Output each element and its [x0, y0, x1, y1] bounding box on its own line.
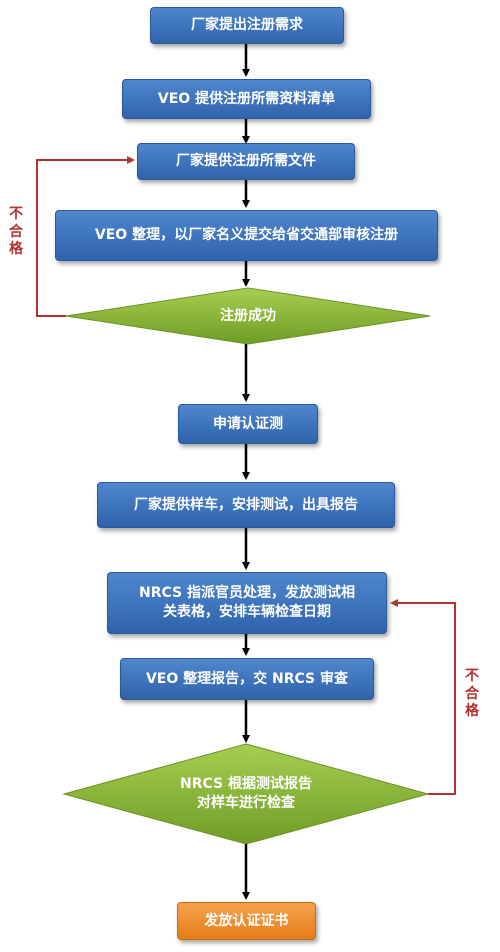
- step-label: VEO 提供注册所需资料清单: [157, 90, 336, 107]
- fail-char: 合: [9, 223, 23, 240]
- fail-char: 格: [9, 241, 23, 257]
- step-label: VEO 整理报告，交 NRCS 审查: [145, 670, 349, 687]
- step-label: 厂家提供注册所需文件: [176, 153, 316, 170]
- fail-char: 不: [9, 206, 23, 222]
- step-label: 申请认证测: [213, 415, 283, 432]
- decision-text-line2: 对样车进行检查: [197, 795, 295, 811]
- step-veo-submit-registration: VEO 整理，以厂家名义提交给省交通部审核注册: [55, 210, 438, 261]
- fail-char: 合: [465, 685, 479, 702]
- decision-label-register-success: 注册成功: [148, 304, 348, 328]
- step-nrcs-officer: NRCS 指派官员处理，发放测试相 关表格，安排车辆检查日期: [107, 572, 387, 634]
- fail-label-left: 不 合 格: [7, 206, 25, 259]
- step-label: 厂家提出注册需求: [191, 17, 303, 34]
- fail-label-right: 不 合 格: [463, 668, 481, 721]
- decision-text: 注册成功: [220, 307, 276, 324]
- fail-char: 格: [465, 703, 479, 719]
- step-label: 厂家提供样车，安排测试，出具报告: [134, 496, 358, 513]
- fail-loop-left: [36, 156, 135, 317]
- step-veo-report-review: VEO 整理报告，交 NRCS 审查: [120, 658, 374, 700]
- step-label-line2: 关表格，安排车辆检查日期: [163, 604, 331, 620]
- step-sample-vehicle-test: 厂家提供样车，安排测试，出具报告: [97, 482, 395, 528]
- step-issue-certificate: 发放认证证书: [177, 902, 316, 940]
- fail-char: 不: [465, 668, 479, 684]
- fail-loop-right: [390, 599, 456, 795]
- decision-label-nrcs-inspection: NRCS 根据测试报告 对样车进行检查: [136, 772, 356, 816]
- step-apply-certification: 申请认证测: [178, 404, 318, 444]
- step-label: 发放认证证书: [204, 912, 289, 929]
- step-label-line1: NRCS 指派官员处理，发放测试相: [139, 585, 355, 602]
- decision-diamond-register-success: [65, 287, 431, 345]
- step-veo-document-list: VEO 提供注册所需资料清单: [122, 79, 371, 119]
- step-label: VEO 整理，以厂家名义提交给省交通部审核注册: [94, 227, 399, 244]
- step-manufacturer-request: 厂家提出注册需求: [150, 7, 344, 44]
- decision-text-line1: NRCS 根据测试报告: [180, 776, 312, 793]
- step-manufacturer-documents: 厂家提供注册所需文件: [137, 143, 355, 180]
